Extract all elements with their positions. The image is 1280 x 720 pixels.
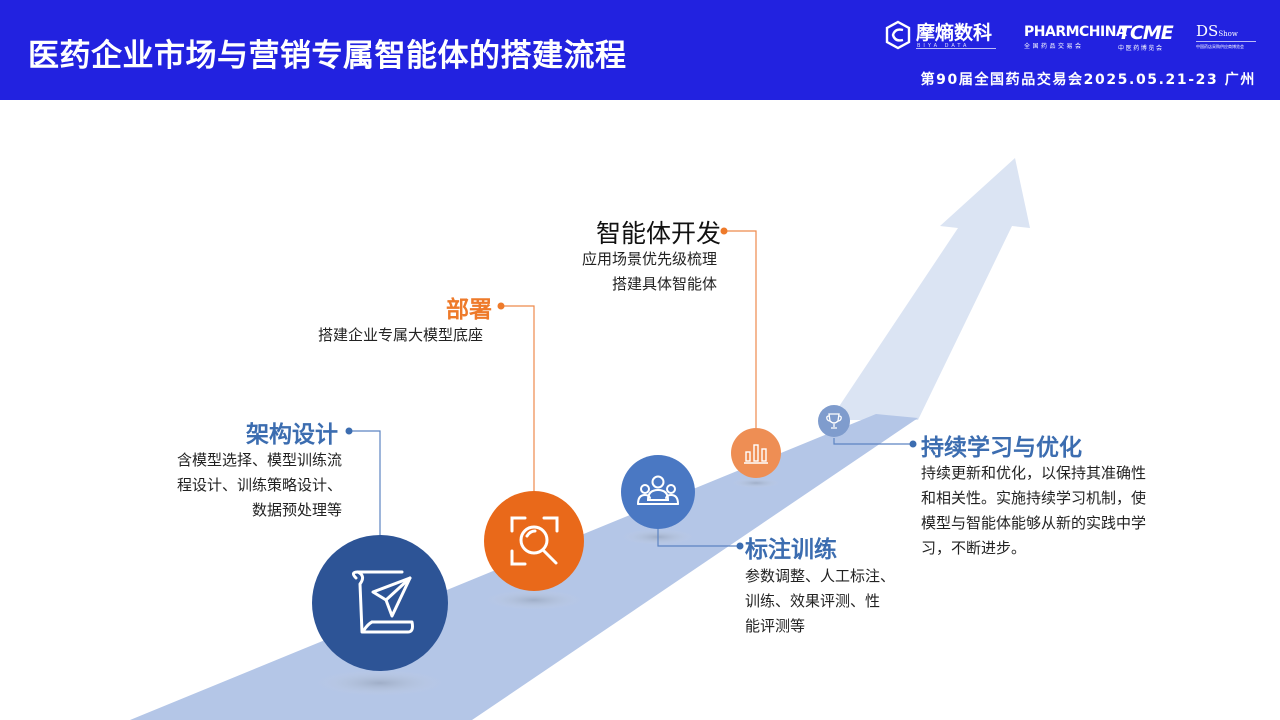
step3-desc-line: 能评测等: [745, 617, 806, 635]
pharmchina-logo-sub: 全国药品交易会: [1024, 43, 1084, 50]
step1-desc-line: 程设计、训练策略设计、: [176, 476, 342, 494]
step1-desc-line: 数据预处理等: [251, 501, 342, 519]
step3-circle: [621, 455, 695, 529]
step3-connector: [657, 524, 737, 547]
dshow-logo: DSShow 中国药店采购供应商博览会: [1196, 22, 1256, 50]
step4-circle: [731, 428, 781, 478]
step5-desc: 持续更新和优化，以保持其准确性 和相关性。实施持续学习机制，使 模型与智能体能够…: [921, 461, 1146, 561]
mudi-logo-name: 摩熵数科: [916, 22, 993, 44]
step2-desc: 搭建企业专属大模型底座: [318, 323, 483, 348]
dshow-logo-name-main: DS: [1196, 22, 1219, 40]
step1-desc-line: 含模型选择、模型训练流: [176, 451, 342, 469]
hexagon-logo-icon: [885, 20, 911, 50]
event-info: 第90届全国药品交易会2025.05.21-23 广州: [920, 72, 1256, 88]
dshow-logo-name-small: Show: [1218, 30, 1238, 38]
dshow-logo-sub: 中国药店采购供应商博览会: [1196, 44, 1244, 49]
team-icon: [637, 475, 679, 505]
step5-desc-line: 模型与智能体能够从新的实践中学: [921, 514, 1147, 532]
step5-dot: [909, 440, 917, 448]
step5-circle: [818, 405, 850, 437]
step3-desc-line: 参数调整、人工标注、: [745, 567, 896, 585]
mudi-logo-sub: BIYA DATA: [917, 43, 970, 49]
step1-circle: [312, 535, 448, 671]
step3-desc: 参数调整、人工标注、 训练、效果评测、性 能评测等: [745, 564, 895, 639]
step5-title: 持续学习与优化: [921, 435, 1082, 461]
step2-connector: [504, 305, 535, 496]
step1-shadow: [316, 670, 444, 696]
step2-desc-line: 搭建企业专属大模型底座: [318, 326, 484, 344]
step1-desc: 含模型选择、模型训练流 程设计、训练策略设计、 数据预处理等: [177, 448, 342, 523]
growth-arrow: [830, 158, 1030, 420]
step4-desc-line: 搭建具体智能体: [611, 275, 717, 293]
scroll-paper-plane-icon: [351, 570, 414, 634]
step4-desc: 应用场景优先级梳理 搭建具体智能体: [582, 247, 717, 297]
step2-title: 部署: [446, 297, 492, 323]
tcme-logo: TCME 中医药博览会: [1118, 22, 1174, 52]
step4-shadow: [732, 478, 780, 488]
scan-search-icon: [510, 516, 559, 566]
step4-desc-line: 应用场景优先级梳理: [581, 250, 717, 268]
step1-connector: [352, 430, 381, 540]
step4-dot: [720, 227, 728, 235]
step2-shadow: [486, 590, 582, 610]
step5-desc-line: 和相关性。实施持续学习机制，使: [921, 489, 1147, 507]
tcme-logo-name: TCME: [1118, 22, 1174, 44]
bar-chart-icon: [744, 444, 768, 464]
page-title: 医药企业市场与营销专属智能体的搭建流程: [28, 38, 627, 74]
pharmchina-logo-name: PHARMCHINA: [1024, 24, 1127, 40]
step4-connector: [727, 230, 757, 428]
step5-desc-line: 习，不断进步。: [921, 539, 1027, 557]
dshow-logo-name: DSShow: [1196, 22, 1256, 40]
dshow-logo-underline: [1196, 41, 1256, 42]
mudi-logo-underline: [916, 48, 996, 49]
step3-dot: [736, 542, 744, 550]
step2-circle: [484, 491, 584, 591]
trophy-icon: [826, 413, 842, 429]
step1-dot: [345, 427, 353, 435]
pharmchina-logo: PHARMCHINA 全国药品交易会: [1024, 24, 1127, 50]
step3-desc-line: 训练、效果评测、性: [745, 592, 881, 610]
step3-title: 标注训练: [745, 537, 837, 563]
step5-connector: [833, 438, 910, 445]
step5-desc-line: 持续更新和优化，以保持其准确性: [921, 464, 1147, 482]
tcme-logo-sub: 中医药博览会: [1118, 45, 1164, 52]
header-bar: 医药企业市场与营销专属智能体的搭建流程 摩熵数科 BIYA DATA PHARM…: [0, 0, 1280, 100]
step2-dot: [497, 302, 505, 310]
step1-title: 架构设计: [246, 422, 338, 448]
step4-title: 智能体开发: [596, 219, 722, 248]
